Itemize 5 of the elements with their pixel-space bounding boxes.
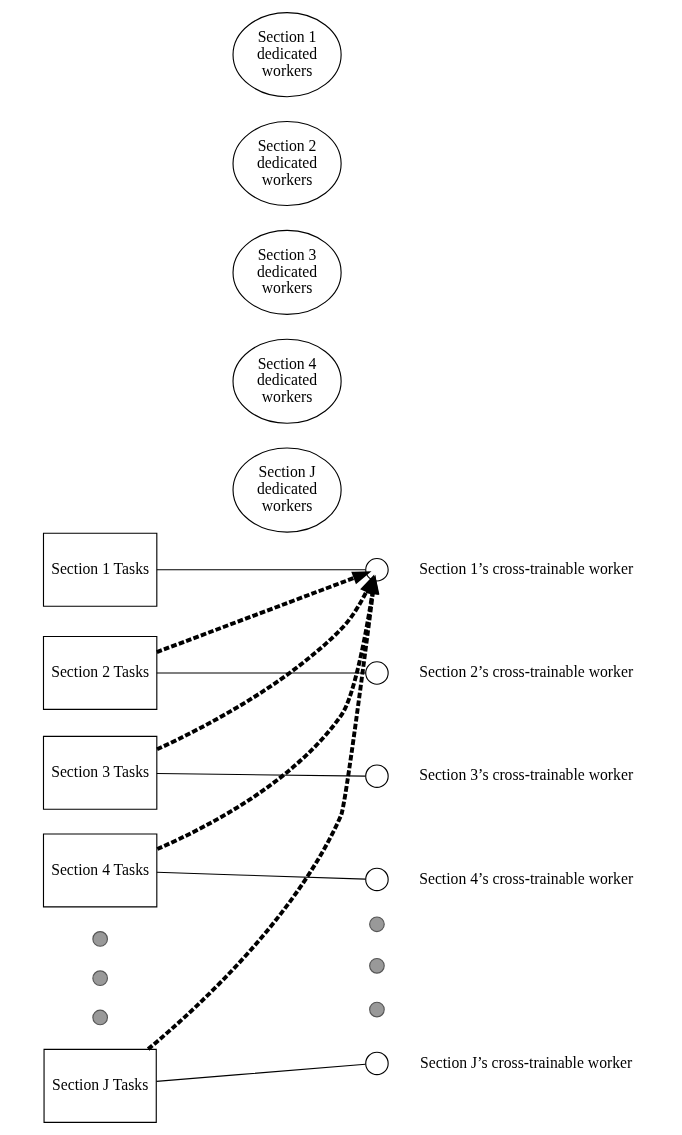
node-label: Section J’s cross-trainable worker	[419, 1053, 632, 1071]
node-label: Section 4’s cross-trainable worker	[418, 869, 633, 887]
node-label: Section 1’s cross-trainable worker	[418, 559, 633, 577]
node-label: Section 2’s cross-trainable worker	[418, 663, 633, 681]
node-label: Section 3’s cross-trainable worker	[418, 766, 633, 784]
